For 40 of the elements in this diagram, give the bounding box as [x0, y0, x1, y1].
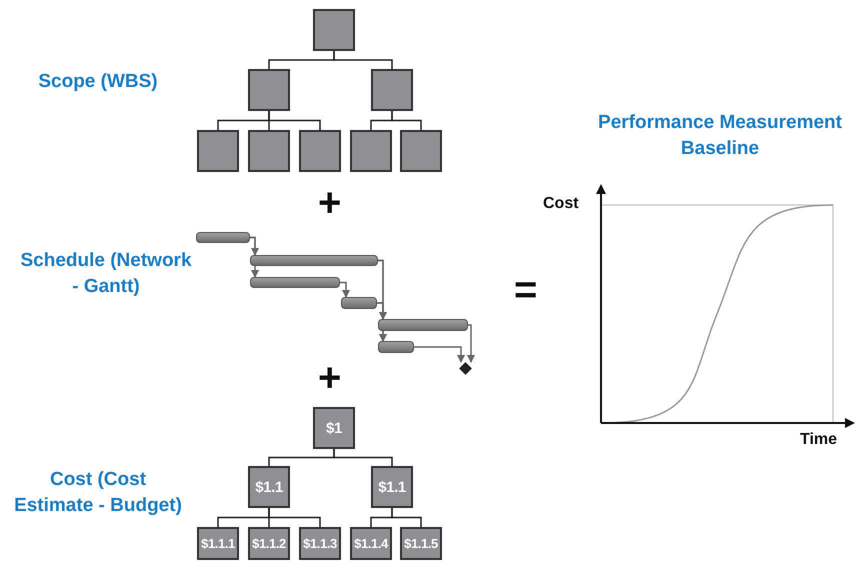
cost-box: $1.1.4	[350, 527, 392, 560]
connector-line	[268, 111, 321, 130]
gantt-bar	[378, 341, 414, 353]
section-label: Cost (Cost Estimate - Budget)	[13, 468, 183, 518]
plus-sign: +	[318, 183, 342, 223]
connector-line	[268, 508, 321, 527]
cost-box: $1.1.1	[197, 527, 239, 560]
dependency-arrow	[467, 324, 475, 363]
wbs-box	[248, 130, 290, 172]
cost-box: $1.1.3	[299, 527, 341, 560]
gantt-bar	[250, 277, 340, 288]
gantt-bar	[341, 297, 377, 309]
axis-label: Cost	[543, 195, 580, 213]
cost-box: $1.1	[248, 466, 290, 508]
section-label: Scope (WBS)	[37, 70, 159, 94]
chart-title: Performance Measurement Baseline	[597, 111, 843, 161]
connector-line	[333, 449, 393, 466]
cost-box: $1.1	[371, 466, 413, 508]
cost-box: $1.1.5	[400, 527, 442, 560]
gantt-bar	[196, 232, 250, 243]
connector-line	[391, 508, 422, 527]
wbs-box	[197, 130, 239, 172]
gantt-bar	[378, 319, 468, 331]
section-label: Schedule (Network - Gantt)	[19, 249, 193, 299]
cost-box: $1.1.2	[248, 527, 290, 560]
wbs-box	[350, 130, 392, 172]
wbs-box	[400, 130, 442, 172]
dependency-arrow	[340, 282, 350, 298]
equals-sign: =	[514, 270, 538, 310]
gantt-bar	[250, 255, 378, 266]
dependency-arrow	[414, 346, 465, 363]
connector-line	[391, 111, 422, 130]
connector-line	[333, 51, 393, 69]
wbs-box	[248, 69, 290, 111]
wbs-box	[371, 69, 413, 111]
cost-box: $1	[313, 407, 355, 449]
wbs-box	[313, 9, 355, 51]
wbs-box	[299, 130, 341, 172]
plus-sign: +	[318, 358, 342, 398]
axis-label: Time	[800, 431, 838, 449]
